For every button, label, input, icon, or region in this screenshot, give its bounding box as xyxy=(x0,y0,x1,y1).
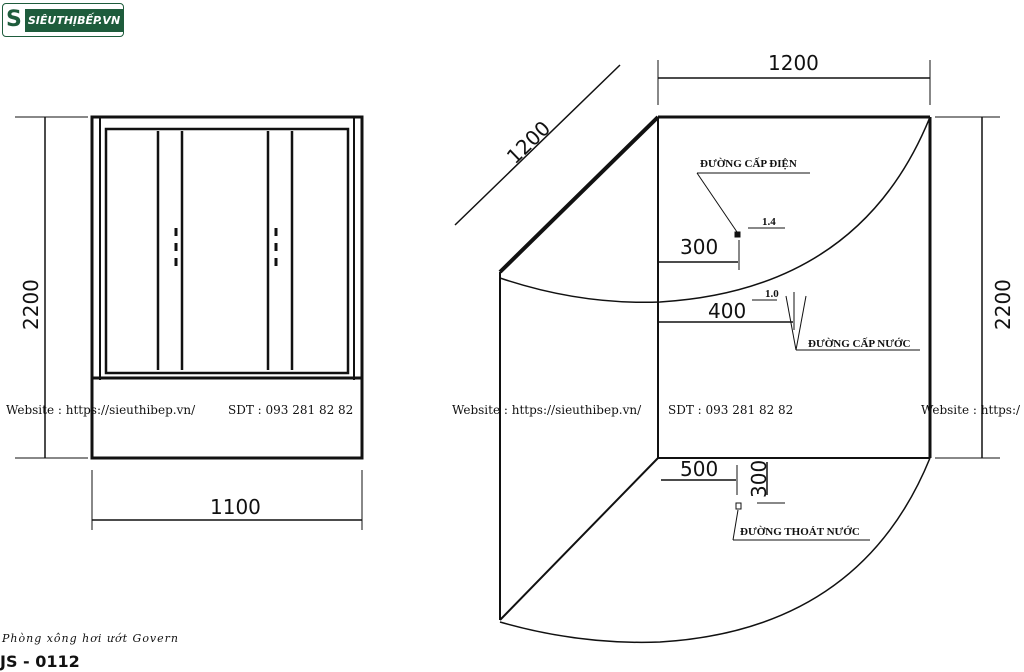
brand-logo[interactable]: S SIÊUTHỊBẾP.VN xyxy=(2,3,124,37)
front-view xyxy=(15,115,364,530)
watermark-phone: SDT : 093 281 82 82 xyxy=(668,403,794,417)
front-width-dim: 1100 xyxy=(210,495,261,519)
plan-view xyxy=(454,60,1000,644)
water-label: ĐƯỜNG CẤP NƯỚC xyxy=(808,337,911,350)
electric-label: ĐƯỜNG CẤP ĐIỆN xyxy=(700,157,797,170)
drain-label: ĐƯỜNG THOÁT NƯỚC xyxy=(740,526,860,538)
watermark-website: Website : https://sieuthibep.vn/ xyxy=(6,403,196,417)
drain-y-dim: 300 xyxy=(747,460,771,498)
plan-top-dim: 1200 xyxy=(768,51,819,75)
front-height-dim: 2200 xyxy=(19,279,43,330)
watermark-website-partial: Website : https:/ xyxy=(921,403,1021,417)
watermark-website: Website : https://sieuthibep.vn/ xyxy=(452,403,642,417)
product-name: Phòng xông hơi ướt Govern xyxy=(2,632,180,645)
product-code: JS - 0112 xyxy=(0,652,80,671)
water-symbol: 1.0 xyxy=(765,288,779,300)
drain-x-dim: 500 xyxy=(680,457,718,481)
electric-offset-dim: 300 xyxy=(680,235,718,259)
electric-symbol: 1.4 xyxy=(762,216,776,228)
s-logo-icon: S xyxy=(6,7,22,32)
water-offset-dim: 400 xyxy=(708,299,746,323)
brand-name: SIÊUTHỊBẾP.VN xyxy=(24,8,124,32)
plan-height-dim: 2200 xyxy=(991,279,1015,330)
watermark-phone: SDT : 093 281 82 82 xyxy=(228,403,354,417)
plan-diagonal-dim: 1200 xyxy=(502,116,555,169)
